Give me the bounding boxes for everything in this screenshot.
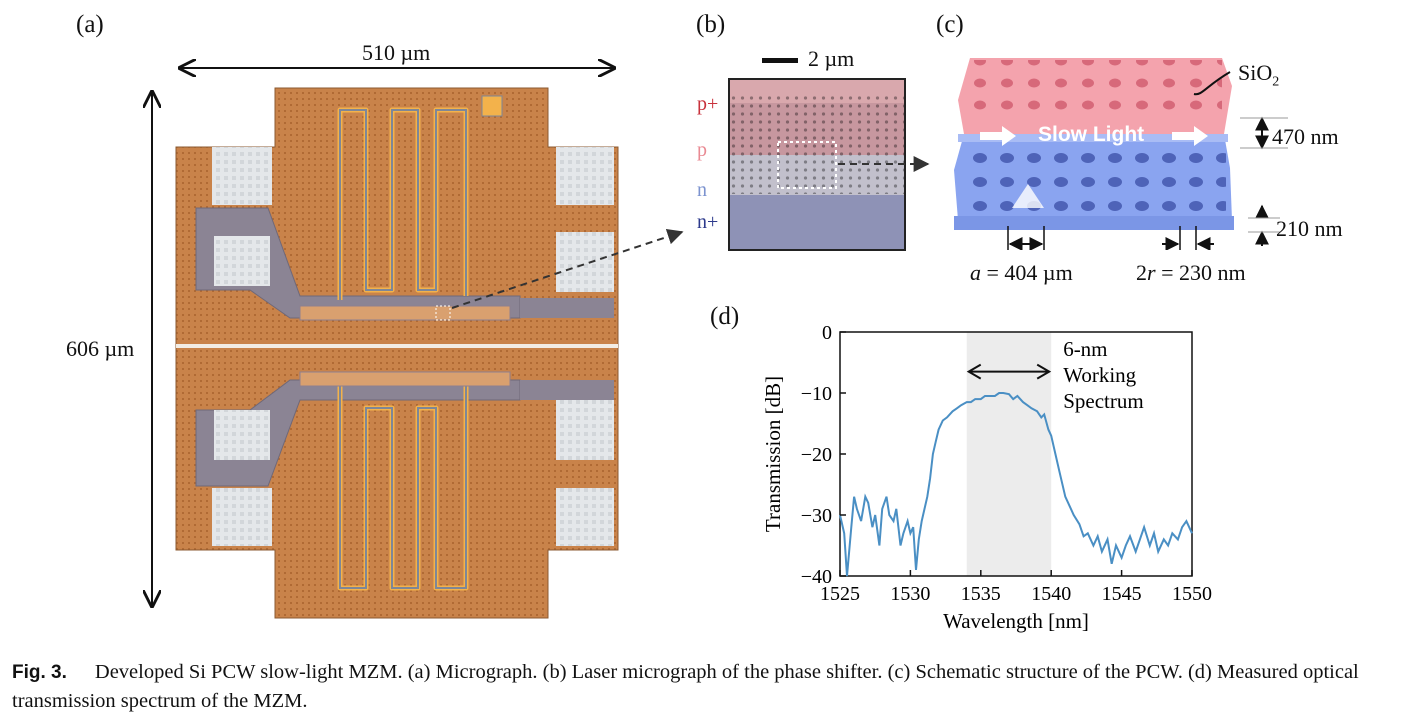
panel-b-label: (b) [696, 11, 726, 38]
band-label-line-2: Working [1063, 363, 1136, 387]
doping-label-p-plus: p+ [697, 93, 719, 115]
panel-a-label: (a) [76, 11, 104, 38]
panel-c-pcw-schematic [954, 58, 1288, 250]
x-tick-label: 1525 [820, 583, 860, 605]
figure-caption: Fig. 3.Developed Si PCW slow-light MZM. … [12, 658, 1407, 716]
transmission-series-line [839, 392, 1193, 577]
panel-b-laser-micrograph [728, 78, 930, 251]
caption-fig-label: Fig. 3. [12, 662, 67, 683]
panel-d-label: (d) [710, 303, 740, 330]
transmission-chart: 6-nm Working Spectrum 1525 1530 1535 154… [761, 322, 1212, 633]
x-tick-labels: 1525 1530 1535 1540 1545 1550 [820, 583, 1212, 605]
x-tick-label: 1530 [890, 583, 930, 605]
scale-bar [762, 58, 798, 63]
doping-label-p: p [697, 139, 707, 161]
slow-light-label: Slow Light [1038, 123, 1145, 146]
scale-bar-label: 2 µm [808, 46, 855, 71]
height-dimension-label: 606 µm [66, 336, 135, 361]
oxide-label: SiO2 [1238, 60, 1280, 90]
si-thickness-label: 210 nm [1276, 216, 1343, 241]
x-tick-label: 1540 [1031, 583, 1071, 605]
panel-c-label: (c) [936, 11, 964, 38]
oxide-thickness-label: 470 nm [1272, 124, 1339, 149]
y-tick-label: −10 [801, 383, 832, 405]
lattice-constant-label: a = 404 µm [970, 260, 1073, 285]
y-tick-label: −40 [801, 566, 832, 588]
doping-label-n-plus: n+ [697, 211, 719, 233]
y-tick-labels: 0 −10 −20 −30 −40 [801, 322, 832, 588]
hole-diameter-label: 2r = 230 nm [1136, 260, 1246, 285]
x-tick-label: 1550 [1172, 583, 1212, 605]
band-arrow-head [966, 363, 982, 380]
caption-text: Developed Si PCW slow-light MZM. (a) Mic… [12, 661, 1359, 712]
x-tick-label: 1535 [961, 583, 1001, 605]
band-label-line-3: Spectrum [1063, 389, 1143, 413]
band-label-line-1: 6-nm [1063, 337, 1107, 361]
panel-a-micrograph [0, 0, 684, 619]
width-dimension-label: 510 µm [362, 40, 431, 65]
x-tick-label: 1545 [1102, 583, 1142, 605]
y-tick-label: −20 [801, 444, 832, 466]
y-axis-label: Transmission [dB] [761, 376, 785, 532]
working-band [966, 332, 1052, 576]
y-tick-label: 0 [822, 322, 832, 344]
y-tick-label: −30 [801, 505, 832, 527]
x-axis-label: Wavelength [nm] [943, 609, 1089, 633]
band-arrow-head [1036, 363, 1052, 380]
band-annotation: 6-nm Working Spectrum [968, 337, 1144, 413]
doping-label-n: n [697, 179, 707, 201]
